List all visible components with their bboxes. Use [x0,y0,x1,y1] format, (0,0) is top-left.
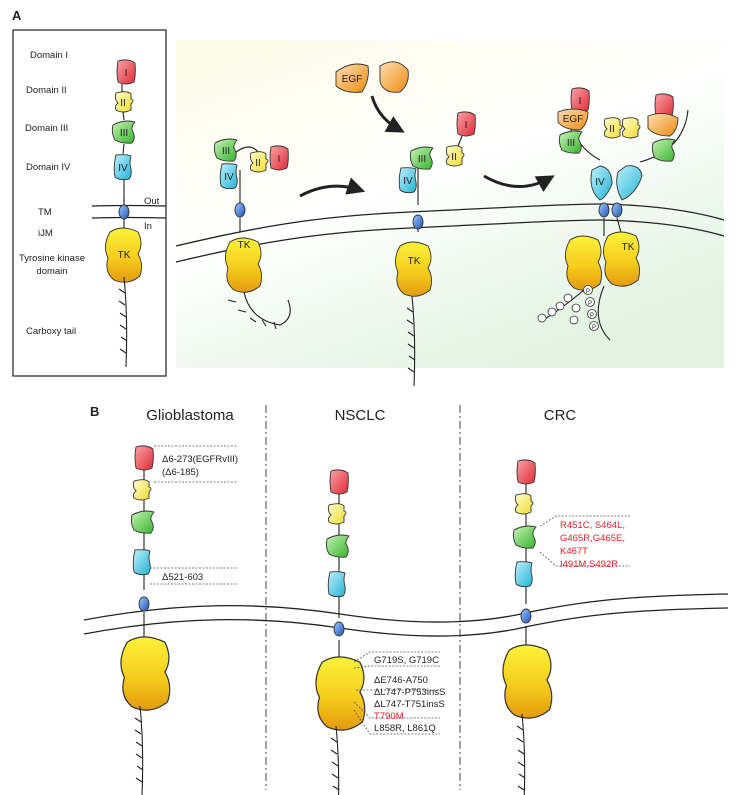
tethered-d4-glyph: IV [224,172,234,183]
tethered-d2-glyph: II [255,158,261,169]
mutation-nsclc-1: G719S, G719C [374,655,439,666]
mutation-gbm-1: Δ6-273(EGFRvIII) [162,454,238,465]
label-domain-4: Domain IV [26,162,71,173]
arrow-step-1 [299,177,366,198]
legend-d2-glyph: II [120,98,126,109]
tethered-d1-glyph: I [278,154,281,165]
label-domain-1: Domain I [30,50,68,61]
column-title-glioblastoma: Glioblastoma [146,407,234,424]
membrane-b-outer [83,593,729,623]
label-tm: TM [38,207,52,218]
extended-d4-glyph: IV [403,176,413,187]
cell-membrane-inner [175,219,725,263]
extended-d3-glyph: III [418,154,426,165]
mutation-nsclc-2: ΔE746-A750 [374,675,428,686]
mutation-nsclc-6: L858R, L861Q [374,723,436,734]
panel-b-glyphs: TK [138,670,151,681]
label-out: Out [144,196,160,207]
receptor-nsclc [315,469,366,795]
phosphate-glyph-1: P [586,289,590,295]
extended-d1-glyph: I [465,120,468,131]
label-carboxy-tail: Carboxy tail [26,326,76,337]
column-title-nsclc: NSCLC [335,407,386,424]
receptor-dimer: I EGF III II IV TK P P [537,87,689,341]
label-domain-2: Domain II [26,85,67,96]
mutation-nsclc-3: ΔL747-P753insS [374,687,445,698]
receptor-extended: IV III II I TK [394,111,476,387]
dimer-egf-glyph: EGF [563,114,584,125]
dimer-d3-left-glyph: III [567,138,575,149]
legend-receptor: I II III IV TK [105,60,141,368]
dimer-d4-glyph: IV [595,177,605,188]
tethered-tk-glyph: TK [238,240,251,251]
receptor-crc [502,459,553,795]
arrow-egf-binding [370,95,405,133]
phosphate-glyph-4: P [592,325,596,331]
legend-labels: Domain I Domain II Domain III Domain IV … [18,50,160,337]
glioblastoma-leaders [150,445,238,585]
panel-a-letter: A [12,8,22,23]
mutation-crc-2: G465R,G465E, [560,533,625,544]
mutation-crc-3: K467T [560,546,588,557]
legend-d3-glyph: III [120,128,128,139]
membrane-b-inner [83,607,729,637]
mutation-nsclc-4: ΔL747-T751insS [374,699,445,710]
label-domain-3: Domain III [25,123,68,134]
activation-scene-background [176,40,724,368]
extended-d2-glyph: II [451,152,457,163]
domain-legend-box [12,29,167,377]
arrow-step-2 [483,174,555,193]
receptor-glioblastoma [120,445,171,795]
mutation-gbm-3: Δ521-603 [162,572,203,583]
legend-d1-glyph: I [125,68,128,79]
egf-ligand-free: EGF [335,61,409,93]
mutation-gbm-2: (Δ6-185) [162,467,199,478]
mutation-crc-4: I491M,S492R [560,559,618,570]
tethered-d3-glyph: III [222,146,230,157]
extended-tk-glyph: TK [408,256,421,267]
label-tk-domain: Tyrosine kinase domain [18,253,85,277]
dimer-tk-glyph: TK [622,242,635,253]
label-ijm: iJM [38,228,53,239]
egf-glyph-free: EGF [342,74,363,85]
mutation-crc-1: R451C, S464L, [560,520,625,531]
cell-membrane-outer [175,203,725,247]
phosphate-groups: P P P P [537,285,599,331]
phosphate-glyph-2: P [588,301,592,307]
mutation-nsclc-5: T790M [374,711,404,722]
label-in: In [144,221,152,232]
legend-tk-glyph: TK [118,250,131,261]
gbm-tk-glyph: TK [138,670,151,681]
dimer-d2-left-glyph: II [609,124,615,135]
dimer-d1-left-glyph: I [579,96,582,107]
column-title-crc: CRC [544,407,577,424]
receptor-tethered: IV III II I TK [213,138,291,330]
nsclc-leaders [353,651,440,735]
legend-d4-glyph: IV [118,163,128,174]
crc-leaders [539,515,630,567]
phosphate-glyph-3: P [590,313,594,319]
panel-b-letter: B [90,404,99,419]
